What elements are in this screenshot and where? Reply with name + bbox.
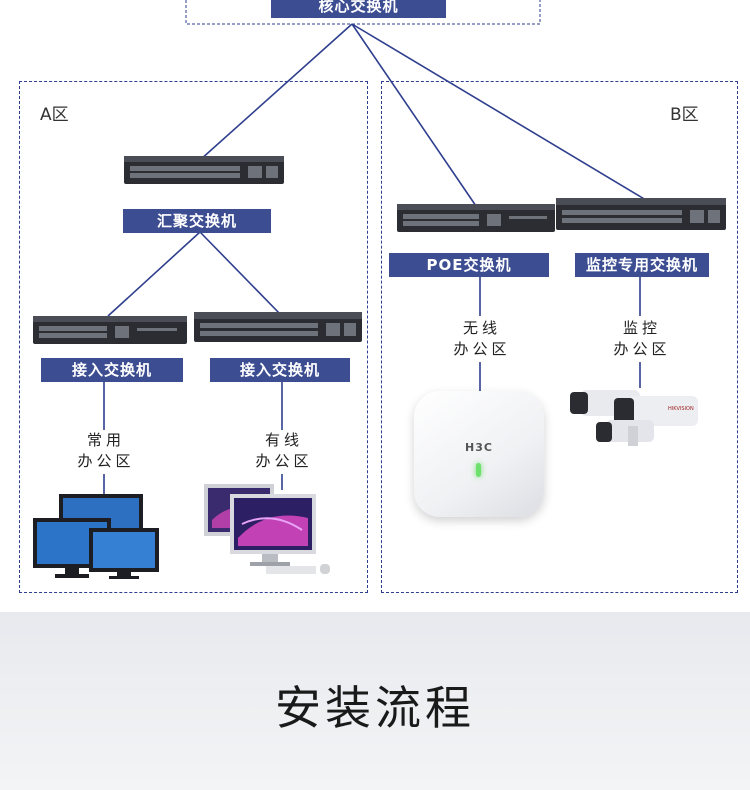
office-label-common: 常用 办公区 [77, 431, 135, 470]
office-label-wired: 有线 办公区 [255, 431, 313, 470]
camera-brand-text: HIKVISION [668, 406, 694, 412]
aggregation-switch-icon [124, 156, 284, 184]
office-label-monitor: 监控 办公区 [613, 319, 671, 358]
link-core-poe [351, 23, 477, 207]
link-core-aggregation [199, 23, 353, 161]
poe-switch-label: POE交换机 [389, 253, 549, 277]
link-agg-access-2 [199, 231, 283, 317]
link-agg-access-1 [107, 231, 201, 317]
zone-a-box [19, 81, 368, 593]
footer-band [0, 612, 750, 790]
zone-b-label: B区 [670, 105, 699, 125]
aggregation-switch-label: 汇聚交换机 [123, 209, 271, 233]
access-switch-1-icon [33, 316, 187, 344]
zone-b-box [381, 81, 738, 593]
monitors-icon [33, 494, 159, 579]
ap-status-led [476, 463, 481, 477]
monitor-switch-label: 监控专用交换机 [575, 253, 709, 277]
core-zone-box [185, 0, 541, 25]
core-switch-label: 核心交换机 [271, 0, 446, 18]
desktop-computers-icon [204, 484, 330, 574]
footer-title: 安装流程 [275, 681, 475, 735]
access-switch-1-label: 接入交换机 [41, 358, 183, 382]
zone-a-label: A区 [40, 105, 69, 125]
poe-switch-icon [397, 204, 555, 232]
monitor-switch-icon [556, 198, 726, 230]
ap-brand-logo: H3C [465, 441, 493, 454]
office-label-wireless: 无线 办公区 [453, 319, 511, 358]
access-switch-2-label: 接入交换机 [210, 358, 350, 382]
access-switch-2-icon [194, 312, 362, 342]
cctv-cameras-icon: HIKVISION [570, 390, 698, 446]
link-core-monitor [351, 23, 647, 201]
wireless-ap-icon: H3C [414, 391, 544, 517]
